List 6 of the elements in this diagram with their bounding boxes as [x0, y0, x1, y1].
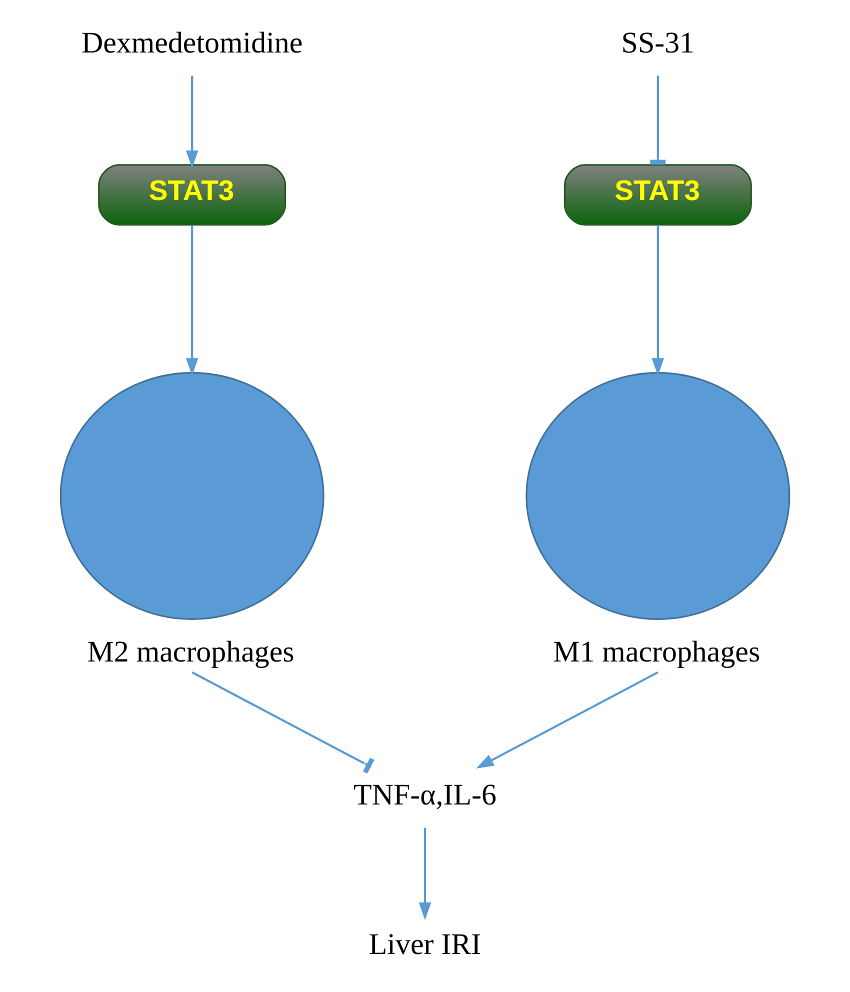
node-text: Dexmedetomidine [82, 26, 303, 60]
node-text: Liver IRI [368, 928, 482, 962]
node-label: M1 macrophages [553, 635, 760, 668]
node-text: TNF-α,IL-6 [354, 778, 496, 812]
node-label: M2 macrophages [87, 635, 294, 668]
node-text: SS-31 [621, 26, 695, 60]
